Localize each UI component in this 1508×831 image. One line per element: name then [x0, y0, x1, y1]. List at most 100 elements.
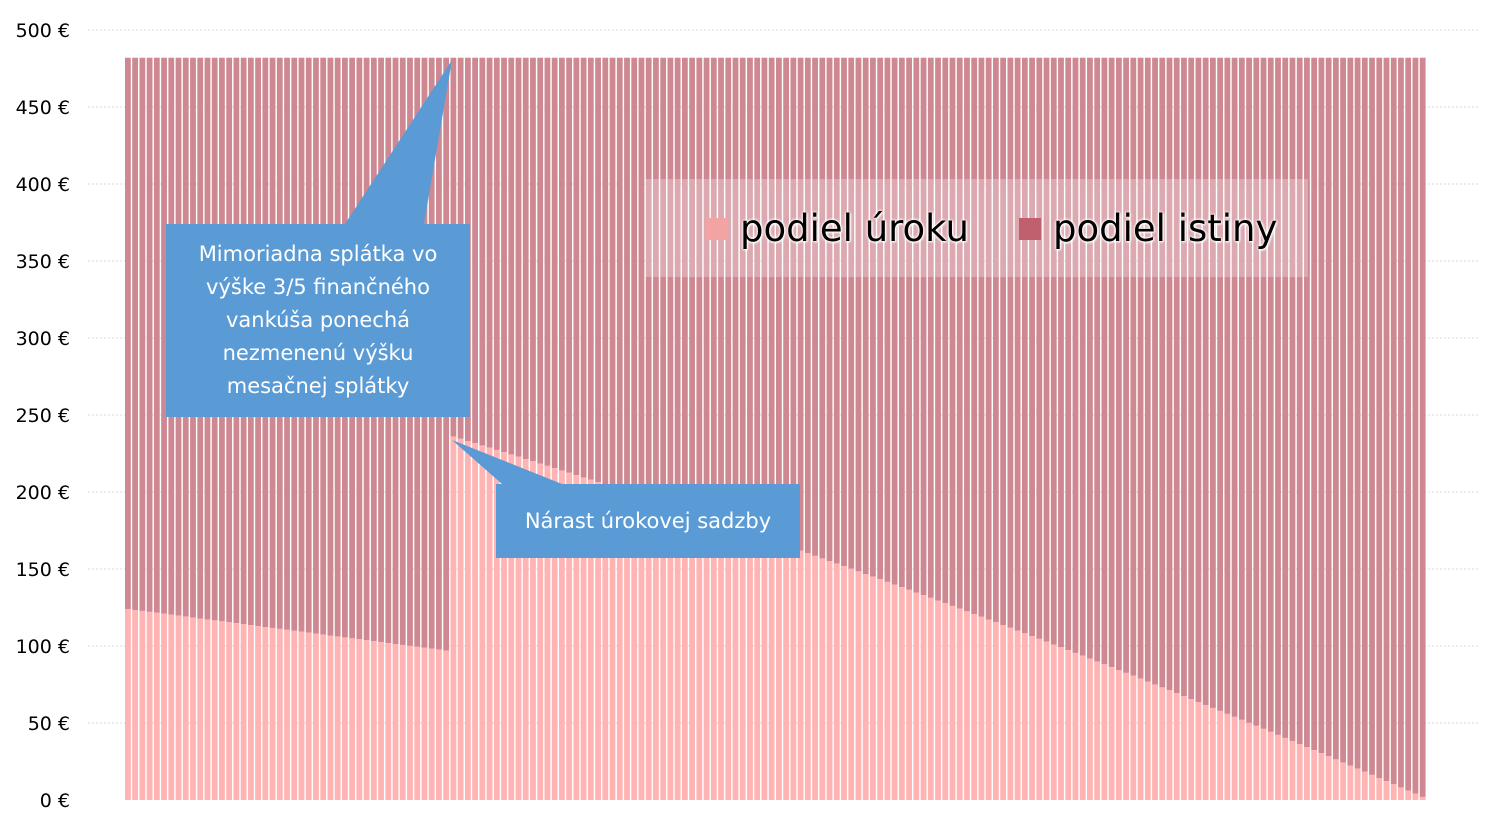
bar-principal: [797, 57, 804, 551]
bar-principal: [1217, 57, 1224, 711]
bar-interest: [993, 622, 999, 800]
bar-principal: [761, 57, 768, 539]
bar-interest: [428, 648, 435, 800]
bar-principal: [493, 57, 500, 450]
bar-interest: [667, 505, 674, 800]
bar-principal: [776, 57, 782, 544]
bar-interest: [269, 627, 276, 800]
bar-interest: [696, 515, 703, 800]
bar-interest: [313, 633, 319, 800]
bar-principal: [139, 57, 146, 611]
bar-principal: [1354, 57, 1361, 769]
bar-principal: [1115, 57, 1122, 671]
bar-interest: [927, 597, 934, 800]
bar-principal: [906, 57, 912, 590]
bar-principal: [1325, 57, 1332, 757]
bar-interest: [1188, 699, 1195, 800]
bar-principal: [1159, 57, 1166, 688]
bar-principal: [660, 57, 667, 504]
bar-principal: [1144, 57, 1151, 682]
bar-interest: [472, 443, 478, 800]
bar-principal: [1383, 57, 1390, 782]
bar-principal: [1058, 57, 1064, 648]
bar-interest: [739, 530, 746, 800]
bar-interest: [125, 609, 131, 800]
bar-interest: [891, 584, 898, 800]
bar-principal: [1231, 57, 1238, 717]
bar-interest: [1130, 675, 1137, 800]
bar-interest: [609, 486, 616, 800]
bar-interest: [1238, 719, 1245, 800]
bar-interest: [1108, 667, 1115, 800]
bar-interest: [797, 550, 804, 800]
bar-principal: [891, 57, 898, 585]
bar-principal: [833, 57, 840, 564]
callout-1-box: [166, 224, 470, 417]
bar-principal: [1304, 57, 1310, 748]
bar-principal: [1094, 57, 1101, 662]
bar-interest: [906, 589, 912, 800]
bar-interest: [399, 644, 406, 800]
bar-interest: [204, 619, 211, 800]
bar-principal: [1029, 57, 1035, 637]
bar-interest: [1296, 744, 1303, 800]
bar-interest: [1123, 672, 1129, 800]
bar-interest: [1115, 670, 1122, 800]
bar-interest: [1087, 658, 1093, 800]
bar-interest: [1224, 713, 1231, 800]
bar-interest: [776, 543, 782, 800]
bar-principal: [732, 57, 739, 529]
bar-interest: [710, 520, 717, 800]
bar-principal: [826, 57, 833, 561]
bar-principal: [812, 57, 818, 556]
bar-principal: [153, 57, 160, 613]
bar-principal: [580, 57, 587, 478]
bar-interest: [956, 608, 963, 800]
bar-principal: [710, 57, 717, 521]
bar-principal: [1318, 57, 1325, 754]
legend-label-interest: podiel úroku: [740, 207, 969, 250]
callout-2-box: [496, 484, 800, 558]
bar-interest: [515, 456, 522, 800]
bar-interest: [1065, 650, 1072, 800]
bar-interest: [276, 628, 283, 800]
bar-interest: [566, 472, 573, 800]
bar-principal: [841, 57, 847, 567]
bar-principal: [985, 57, 992, 620]
y-tick-label: 350 €: [16, 251, 70, 273]
bar-principal: [754, 57, 761, 536]
bar-interest: [978, 616, 985, 800]
bar-principal: [566, 57, 573, 473]
y-tick-label: 0 €: [40, 790, 70, 812]
bar-interest: [768, 540, 775, 800]
bar-interest: [681, 510, 688, 800]
legend-box: [645, 179, 1308, 277]
bar-principal: [1311, 57, 1318, 751]
bar-principal: [964, 57, 970, 612]
bar-interest: [1144, 681, 1151, 800]
bar-interest: [363, 640, 370, 800]
bar-principal: [674, 57, 681, 509]
bar-interest: [1166, 690, 1173, 800]
bar-interest: [1021, 633, 1028, 800]
bar-interest: [761, 538, 768, 800]
bar-interest: [291, 630, 298, 800]
bar-interest: [255, 626, 261, 800]
bar-principal: [631, 57, 638, 494]
bar-interest: [616, 489, 623, 800]
bar-interest: [841, 566, 847, 800]
bar-interest: [660, 503, 667, 800]
bar-interest: [819, 558, 826, 800]
bar-interest: [334, 636, 341, 800]
bar-principal: [1130, 57, 1137, 676]
bar-principal: [1210, 57, 1216, 708]
bar-principal: [993, 57, 999, 623]
bar-interest: [1412, 793, 1419, 800]
bar-interest: [1058, 647, 1064, 800]
legend-swatch-interest: [706, 218, 728, 240]
bar-interest: [262, 626, 269, 800]
bar-principal: [1188, 57, 1195, 700]
bar-interest: [464, 440, 471, 800]
bar-principal: [1137, 57, 1144, 679]
bar-principal: [1390, 57, 1397, 785]
